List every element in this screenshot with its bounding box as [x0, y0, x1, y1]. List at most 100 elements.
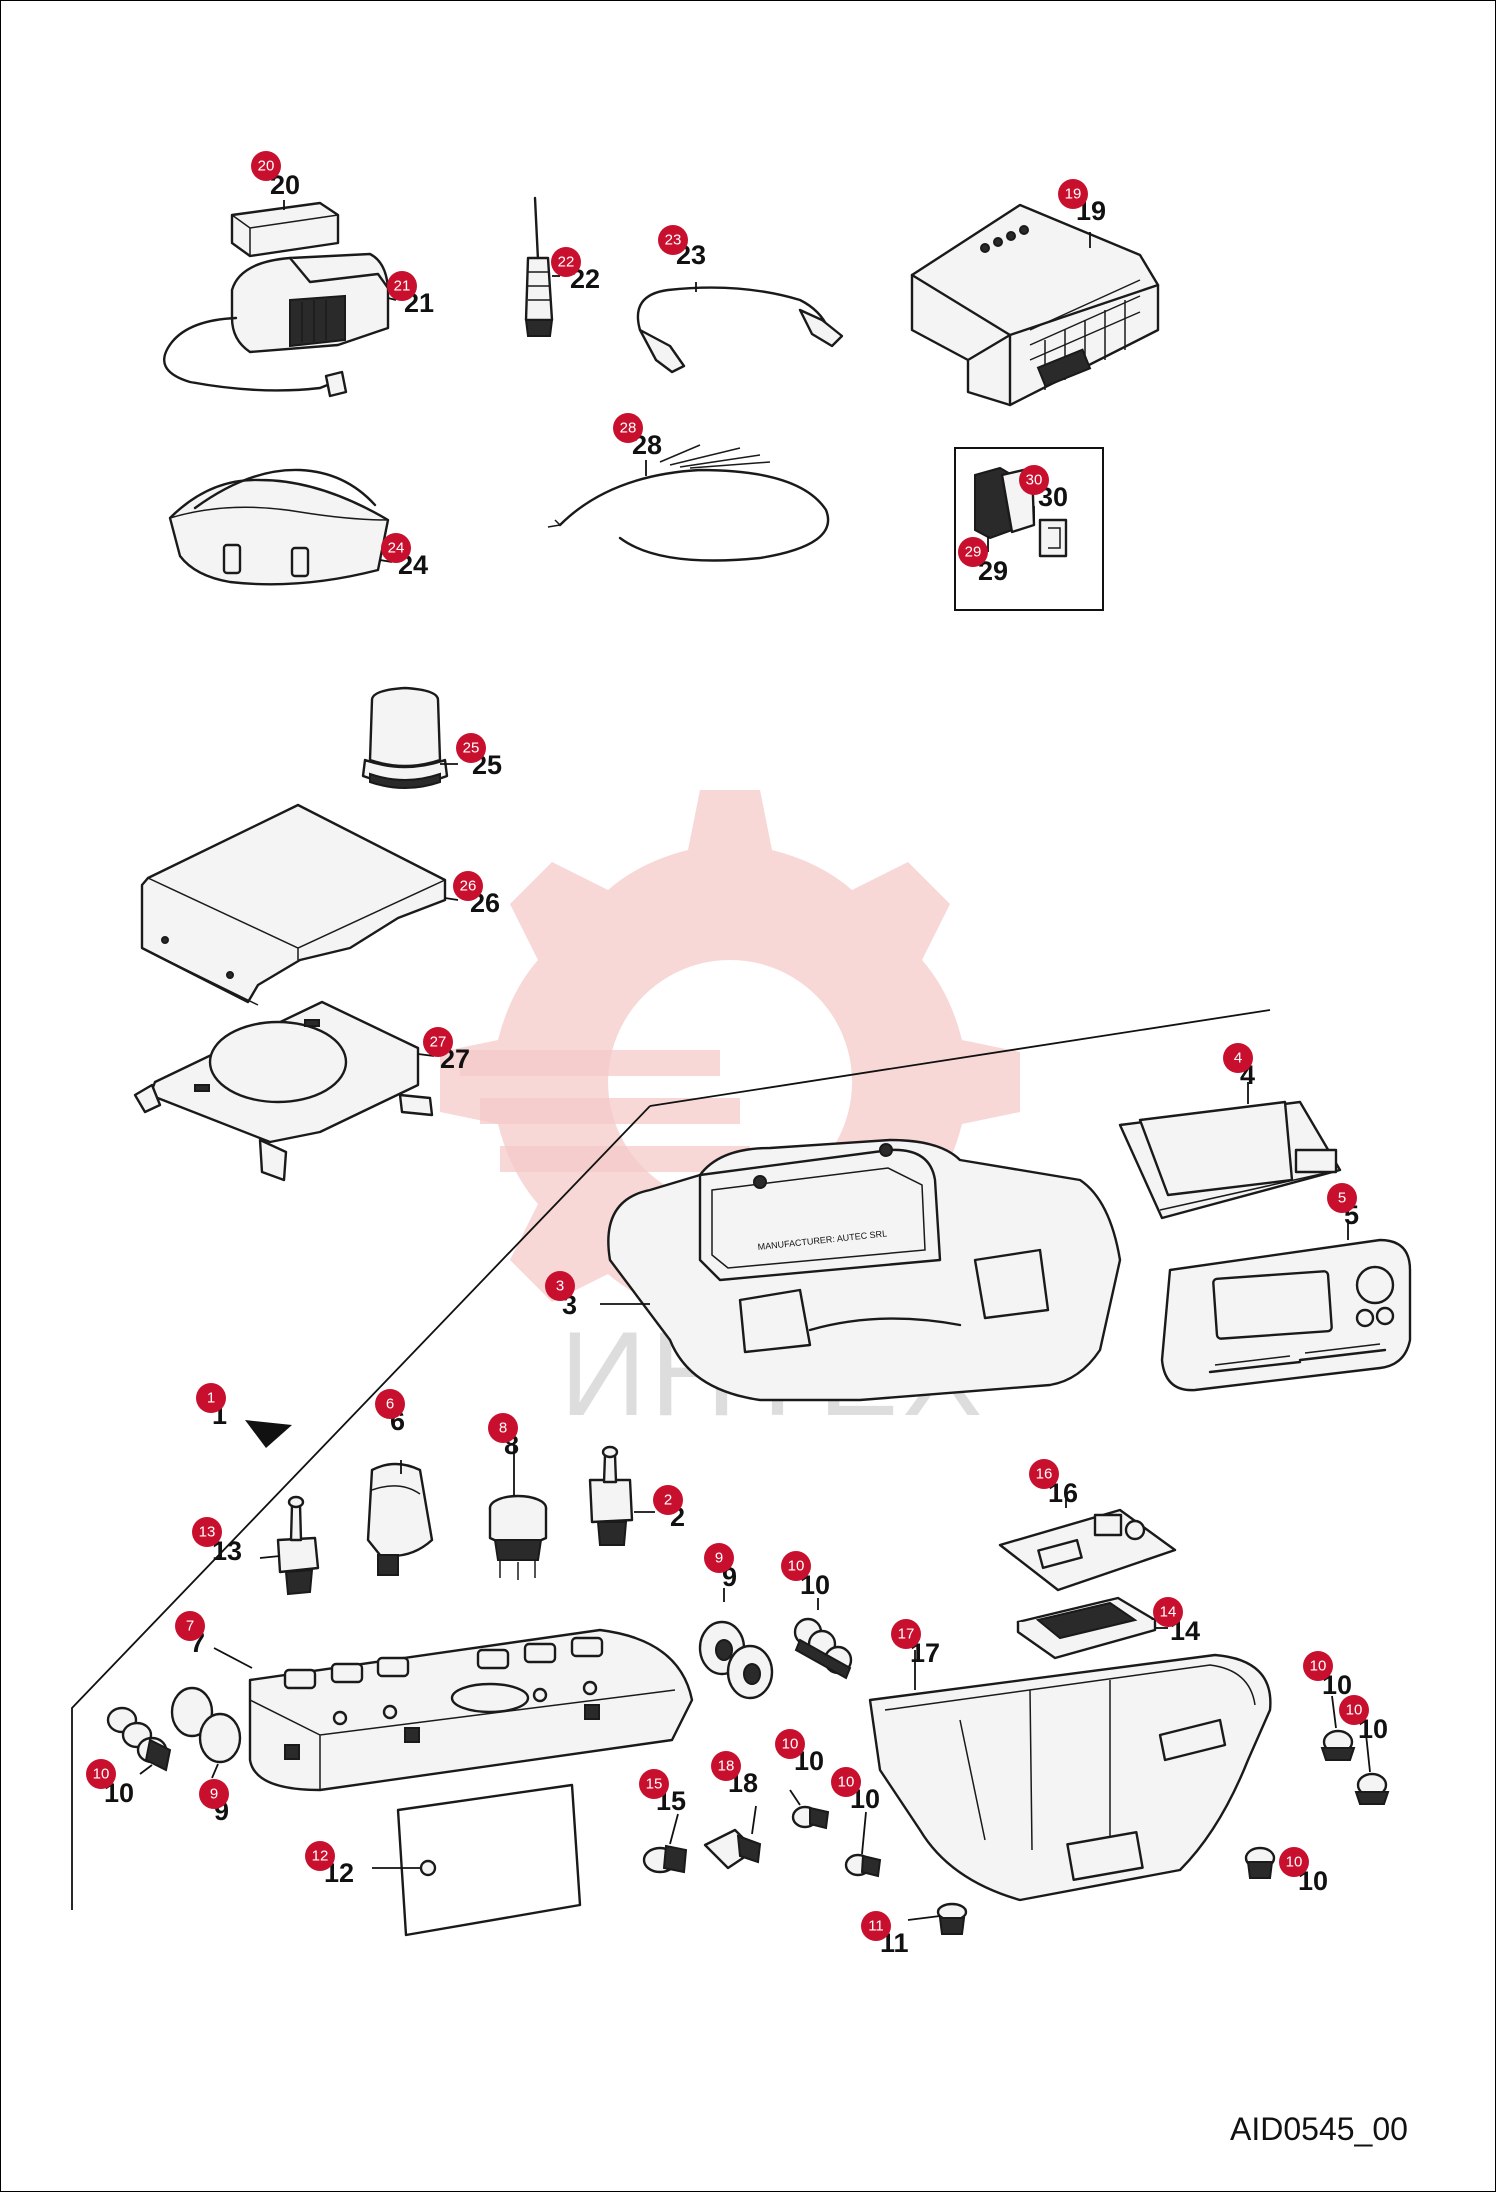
part-27-bracket	[133, 1000, 434, 1182]
callout-badge[interactable]: 3	[545, 1271, 575, 1301]
callout-badge-circle	[1223, 1043, 1253, 1073]
callout-badge-circle	[488, 1413, 518, 1443]
callout-badge-circle	[958, 537, 988, 567]
callout-badge[interactable]: 20	[251, 151, 281, 181]
part-7-front-panel	[248, 1628, 694, 1792]
part-14-module	[1016, 1596, 1157, 1660]
callout-badge[interactable]: 28	[613, 413, 643, 443]
part-10-buttons	[793, 1617, 853, 1680]
callout-badge-circle	[175, 1611, 205, 1641]
assembly-arrow-icon	[245, 1420, 292, 1448]
callout-badge[interactable]: 27	[423, 1027, 453, 1057]
part-11-gland	[936, 1902, 968, 1935]
callout-badge[interactable]: 19	[1058, 179, 1088, 209]
callout-badge-number: 19	[1065, 186, 1082, 203]
part-9-left-knobs	[170, 1686, 242, 1764]
reference-code: AID0545_00	[1230, 2111, 1408, 2147]
callout-badge-number: 25	[463, 740, 480, 757]
callout-badge-circle	[387, 271, 417, 301]
part-3-housing: MANUFACTURER: AUTEC SRL	[607, 1138, 1122, 1402]
callout-badge[interactable]: 6	[375, 1389, 405, 1419]
part-10-center-buttons	[791, 1805, 882, 1878]
callout-badge[interactable]: 13	[192, 1517, 222, 1547]
callout-badge[interactable]: 9	[199, 1779, 229, 1809]
callout-badge-circle	[775, 1729, 805, 1759]
part-12-label	[396, 1783, 582, 1937]
callout-badge-circle	[453, 871, 483, 901]
callout-badge[interactable]: 10	[1279, 1847, 1309, 1877]
part-10-left-buttons	[106, 1706, 172, 1772]
callout-badge-circle	[831, 1767, 861, 1797]
callout-badge-number: 7	[186, 1618, 194, 1635]
callout-badge-circle	[1327, 1183, 1357, 1213]
callout-badge-circle	[891, 1619, 921, 1649]
callout-badge[interactable]: 14	[1153, 1597, 1183, 1627]
part-22-antenna	[524, 196, 554, 337]
callout-badge-circle	[639, 1769, 669, 1799]
callout-badge[interactable]: 7	[175, 1611, 205, 1641]
callout-badge-circle	[1019, 465, 1049, 495]
callout-badge-circle	[305, 1841, 335, 1871]
callout-badge[interactable]: 29	[958, 537, 988, 567]
callout-badge[interactable]: 10	[775, 1729, 805, 1759]
callout-badge-number: 8	[499, 1420, 507, 1437]
callout-badge-number: 27	[430, 1034, 447, 1051]
callout-badge-circle	[613, 413, 643, 443]
callout-badge-number: 10	[782, 1736, 799, 1753]
callout-badge[interactable]: 18	[711, 1751, 741, 1781]
callout-badge[interactable]: 30	[1019, 465, 1049, 495]
callout-badge[interactable]: 10	[86, 1759, 116, 1789]
callout-badge[interactable]: 23	[658, 225, 688, 255]
callout-badge-number: 9	[715, 1550, 723, 1567]
callout-badge[interactable]: 10	[831, 1767, 861, 1797]
callout-badge[interactable]: 16	[1029, 1459, 1059, 1489]
callout-badge-circle	[456, 733, 486, 763]
callout-badge[interactable]: 8	[488, 1413, 518, 1443]
callout-badge-number: 10	[838, 1774, 855, 1791]
callout-badge-number: 18	[718, 1758, 735, 1775]
callout-badge-circle	[545, 1271, 575, 1301]
callout-badge[interactable]: 24	[381, 533, 411, 563]
callout-badge[interactable]: 25	[456, 733, 486, 763]
part-4-pcb	[1118, 1100, 1342, 1220]
callout-badge[interactable]: 9	[704, 1543, 734, 1573]
callout-badge[interactable]: 10	[781, 1551, 811, 1581]
callout-badge-circle	[1303, 1651, 1333, 1681]
callout-badge[interactable]: 22	[551, 247, 581, 277]
callout-badge[interactable]: 5	[1327, 1183, 1357, 1213]
part-6-cap	[366, 1462, 434, 1576]
callout-badge[interactable]: 2	[653, 1485, 683, 1515]
callout-badge[interactable]: 21	[387, 271, 417, 301]
callout-badge-circle	[711, 1751, 741, 1781]
part-15-connector	[642, 1844, 688, 1874]
callout-badge-number: 28	[620, 420, 637, 437]
callout-badge[interactable]: 26	[453, 871, 483, 901]
callout-badge-number: 2	[664, 1492, 672, 1509]
callout-badge[interactable]: 4	[1223, 1043, 1253, 1073]
part-17-bottom-shell	[868, 1653, 1272, 1902]
callout-badge-number: 10	[1346, 1702, 1363, 1719]
callout-badge-circle	[251, 151, 281, 181]
part-23-cable	[636, 286, 844, 374]
callout-badge[interactable]: 12	[305, 1841, 335, 1871]
callout-badge-number: 15	[646, 1776, 663, 1793]
callout-badge[interactable]: 15	[639, 1769, 669, 1799]
callout-badge[interactable]: 11	[861, 1911, 891, 1941]
callout-badge-number: 26	[460, 878, 477, 895]
callout-badge[interactable]: 10	[1339, 1695, 1369, 1725]
callout-badge[interactable]: 1	[196, 1383, 226, 1413]
callout-badge-number: 16	[1036, 1466, 1053, 1483]
callout-badge-circle	[375, 1389, 405, 1419]
callout-badge-number: 14	[1160, 1604, 1177, 1621]
callout-badge-number: 22	[558, 254, 575, 271]
callout-badge-circle	[861, 1911, 891, 1941]
part-13-toggle-switch	[276, 1495, 320, 1596]
callout-badge-circle	[1153, 1597, 1183, 1627]
part-20-battery	[230, 201, 340, 258]
callout-badge[interactable]: 10	[1303, 1651, 1333, 1681]
callout-badge-circle	[381, 533, 411, 563]
callout-badge[interactable]: 17	[891, 1619, 921, 1649]
callout-badge-circle	[1279, 1847, 1309, 1877]
